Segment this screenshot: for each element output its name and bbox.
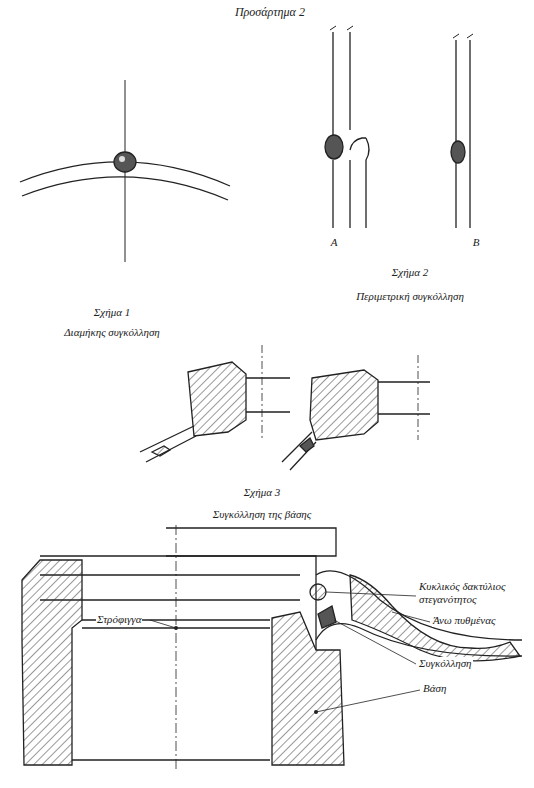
part-label: Στρόφιγγα	[96, 613, 142, 626]
leader-line	[326, 592, 416, 596]
center-line	[176, 525, 177, 772]
figure-caption: Συγκόλληση της βάσης	[212, 508, 313, 521]
figure-caption: Διαμήκης συγκόλληση	[63, 326, 161, 339]
base-section	[310, 370, 378, 440]
shell-inner	[22, 177, 228, 200]
seal-ring	[310, 584, 326, 600]
base-right	[272, 612, 344, 765]
figure-number: Σχήμα 3	[243, 486, 281, 499]
base-left	[22, 560, 82, 765]
base-section	[188, 362, 246, 436]
part-label: Βάση	[422, 682, 447, 695]
valve-top	[166, 528, 336, 556]
figure-number: Σχήμα 1	[93, 306, 131, 319]
part-label: Κυκλικός δακτύλιος στεγανότητος	[418, 580, 516, 605]
shell-wall	[140, 426, 196, 462]
pipe-b	[456, 40, 470, 228]
leader-line	[316, 690, 420, 712]
part-label: Συγκόλληση	[418, 657, 473, 670]
detail-letter: B	[472, 236, 481, 249]
part-label: Άνω πυθμένας	[432, 614, 496, 627]
weld-bead	[325, 135, 343, 159]
pipe-a-upper	[333, 32, 350, 135]
figure-number: Σχήμα 2	[391, 266, 429, 279]
leader-line	[334, 620, 416, 664]
detail-letter: A	[330, 236, 339, 249]
leader-line	[392, 612, 430, 622]
figure-caption: Περιμετρική συγκόλληση	[355, 290, 465, 303]
weld-bead	[114, 152, 136, 172]
weld-bead	[318, 606, 336, 628]
page-title: Προσάρτημα 2	[234, 6, 306, 20]
leader-line	[150, 620, 176, 628]
weld-bead	[451, 141, 465, 163]
shell-wall	[282, 432, 316, 470]
